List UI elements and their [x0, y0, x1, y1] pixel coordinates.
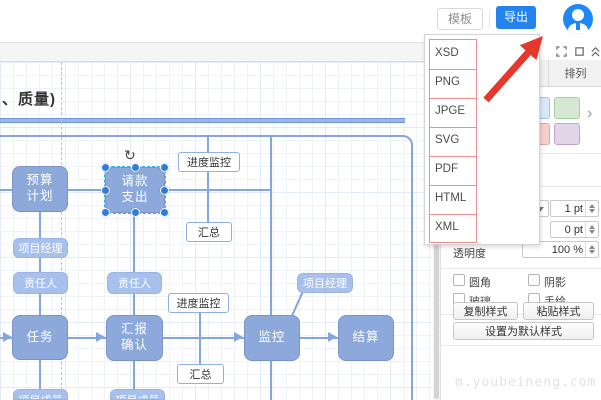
stroke-width-input[interactable]: 1 pt — [550, 200, 599, 217]
node-task[interactable]: 任务 — [12, 315, 68, 360]
menu-item-pdf[interactable]: PDF — [435, 163, 458, 175]
avatar-head — [572, 9, 584, 21]
step-down-icon[interactable] — [589, 209, 595, 213]
selection-handle[interactable] — [160, 186, 169, 195]
selection-handle[interactable] — [131, 208, 140, 217]
role-label-owner[interactable]: 责任人 — [107, 272, 162, 294]
opacity-value: 100 % — [551, 244, 583, 256]
arrowhead — [328, 332, 337, 342]
style-swatch-green[interactable] — [554, 97, 580, 119]
step-up-icon[interactable] — [589, 225, 595, 229]
connector-monitor-top — [207, 136, 209, 242]
connector-col1 — [39, 212, 41, 390]
tab-arrange[interactable]: 排列 — [548, 60, 601, 86]
opacity-label: 透明度 — [453, 248, 486, 260]
role-label-project-manager[interactable]: 项目经理 — [13, 238, 68, 258]
selection-handle[interactable] — [101, 186, 110, 195]
copy-style-button[interactable]: 复制样式 — [453, 302, 518, 320]
stepper[interactable] — [585, 201, 598, 216]
menu-item-jpge[interactable]: JPGE — [435, 105, 466, 117]
connector-col2 — [133, 213, 135, 390]
edge-label-summary[interactable]: 汇总 — [186, 222, 232, 242]
checkbox-shadow-label[interactable]: 阴影 — [544, 277, 566, 289]
selection-handle[interactable] — [131, 163, 140, 172]
panel-icon-row — [441, 42, 601, 60]
diagram-canvas[interactable]: 、质量) 预算 计划 请款 支出 ↻ 任 — [0, 62, 433, 400]
watermark: m.youbeineng.com — [455, 375, 597, 390]
editor-toolbar — [0, 42, 433, 62]
flow-line-bottom — [0, 337, 340, 339]
export-dropdown-menu: XSD PNG JPGE SVG PDF HTML XML — [424, 34, 540, 245]
selection-handle[interactable] — [160, 208, 169, 217]
node-budget-plan[interactable]: 预算 计划 — [12, 166, 68, 212]
style-swatch-purple[interactable] — [554, 123, 580, 145]
selection-handle[interactable] — [101, 208, 110, 217]
connector-monitor-bottom — [199, 312, 201, 365]
role-label-project-member[interactable]: 项目成员 — [110, 389, 165, 400]
collapse-panel-icon[interactable] — [590, 46, 601, 57]
edge-label-summary[interactable]: 汇总 — [177, 364, 224, 384]
edge-label-progress-monitor[interactable]: 进度监控 — [178, 152, 240, 172]
divider — [441, 314, 601, 315]
user-avatar-icon[interactable] — [563, 4, 593, 34]
arrowhead — [234, 332, 243, 342]
header-separator — [489, 10, 490, 27]
edge-label-progress-monitor[interactable]: 进度监控 — [168, 293, 229, 313]
template-button[interactable]: 模板 — [437, 8, 483, 30]
arrowhead — [3, 332, 12, 342]
avatar-collar — [576, 23, 580, 30]
menu-item-html[interactable]: HTML — [435, 192, 467, 204]
checkbox-rounded-label[interactable]: 圆角 — [469, 277, 491, 289]
spacing-value: 0 pt — [564, 224, 583, 236]
step-down-icon[interactable] — [589, 250, 595, 254]
node-label: 请款 支出 — [121, 174, 149, 204]
lane-border — [0, 135, 413, 400]
rotate-handle-icon[interactable]: ↻ — [124, 147, 136, 163]
selection-handle[interactable] — [101, 163, 110, 172]
node-payment-request-selected[interactable]: 请款 支出 — [101, 163, 169, 217]
menu-item-svg[interactable]: SVG — [435, 134, 460, 146]
arrowhead — [96, 332, 105, 342]
pool-title-bar — [0, 118, 405, 123]
selection-handle[interactable] — [160, 163, 169, 172]
stroke-width-value: 1 pt — [564, 203, 583, 215]
window-icon[interactable] — [574, 46, 585, 57]
menu-item-xml[interactable]: XML — [435, 221, 459, 233]
fit-page-icon[interactable] — [556, 46, 567, 57]
node-monitor[interactable]: 监控 — [244, 315, 300, 361]
checkbox-shadow[interactable] — [528, 274, 540, 286]
menu-item-png[interactable]: PNG — [435, 76, 460, 88]
node-settlement[interactable]: 结算 — [338, 315, 394, 361]
role-label-owner[interactable]: 责任人 — [13, 272, 68, 294]
lane-divider-line — [270, 135, 272, 400]
set-default-style-button[interactable]: 设置为默认样式 — [453, 322, 594, 340]
divider — [441, 345, 601, 346]
node-report-confirm[interactable]: 汇报 确认 — [106, 315, 163, 361]
stepper[interactable] — [585, 242, 598, 257]
checkbox-rounded[interactable] — [453, 274, 465, 286]
paste-style-button[interactable]: 粘贴样式 — [523, 302, 594, 320]
step-up-icon[interactable] — [589, 204, 595, 208]
chevron-down-icon — [536, 207, 544, 212]
role-label-project-member[interactable]: 项目成员 — [13, 389, 68, 400]
export-button[interactable]: 导出 — [496, 6, 536, 29]
selection-outline — [104, 166, 166, 214]
divider — [441, 268, 601, 269]
opacity-input[interactable]: 100 % — [522, 241, 599, 258]
more-swatches-icon[interactable]: › — [587, 105, 593, 122]
spacing-input[interactable]: 0 pt — [550, 221, 599, 238]
role-label-project-manager[interactable]: 项目经理 — [297, 273, 353, 293]
pool-title-fragment[interactable]: 、质量) — [2, 91, 56, 108]
step-down-icon[interactable] — [589, 230, 595, 234]
step-up-icon[interactable] — [589, 245, 595, 249]
page-break-line — [61, 62, 62, 400]
menu-item-xsd[interactable]: XSD — [435, 47, 459, 59]
stepper[interactable] — [585, 222, 598, 237]
